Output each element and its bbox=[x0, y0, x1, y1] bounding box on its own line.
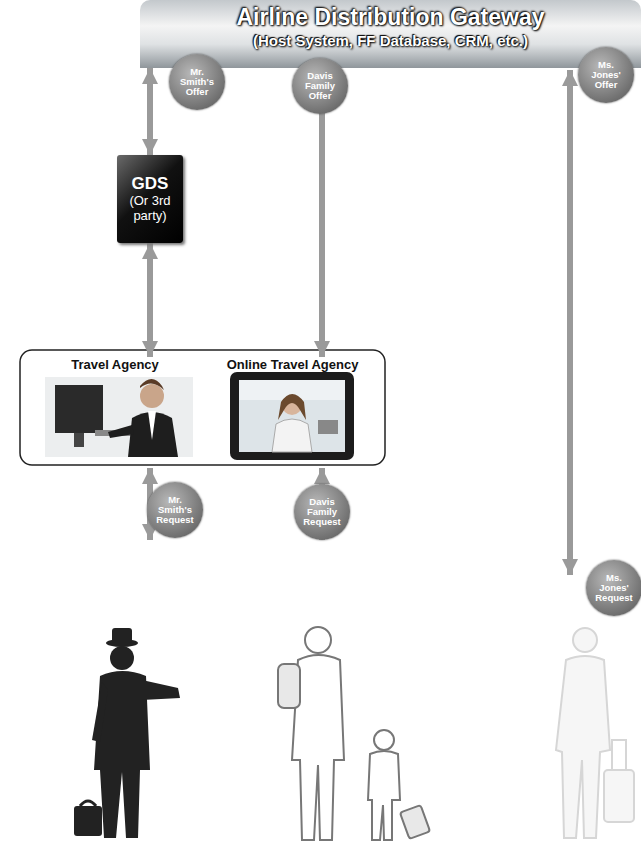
request-circle: Mr. Smith's Request bbox=[147, 482, 203, 538]
request-circle: Ms. Jones' Request bbox=[586, 560, 641, 616]
agency-group-frame bbox=[20, 350, 385, 465]
traveller-figure bbox=[556, 628, 634, 838]
gds-box: GDS(Or 3rd party) bbox=[117, 155, 183, 243]
offer-circle: Mr. Smith's Offer bbox=[169, 54, 225, 110]
node-label: Davis Family Offer bbox=[297, 71, 343, 102]
node-label: Ms. Jones' Offer bbox=[583, 60, 629, 91]
family-figure bbox=[278, 627, 430, 840]
tablet-picture bbox=[230, 372, 354, 460]
request-circle: Davis Family Request bbox=[294, 484, 350, 540]
agency-box: Online Travel Agency bbox=[205, 357, 380, 457]
node-label: Airline Distribution Gateway bbox=[237, 4, 545, 31]
offer-circle: Davis Family Offer bbox=[292, 58, 348, 114]
node-sublabel: (Host System, FF Database, CRM, etc.) bbox=[253, 32, 528, 49]
node-label: Mr. Smith's Offer bbox=[174, 67, 220, 98]
businessman-figure bbox=[74, 628, 180, 838]
node-label: Davis Family Request bbox=[299, 497, 345, 528]
node-sublabel: (Or 3rd party) bbox=[117, 194, 183, 224]
agency-box: Travel Agency bbox=[30, 357, 200, 457]
connector-arrow bbox=[147, 243, 153, 357]
travel-agent-picture bbox=[45, 377, 193, 457]
node-label: Mr. Smith's Request bbox=[152, 495, 198, 526]
connector-arrow bbox=[147, 68, 153, 155]
offer-circle: Ms. Jones' Offer bbox=[578, 47, 634, 103]
direct-arrow bbox=[567, 70, 573, 575]
gateway-band: Airline Distribution Gateway(Host System… bbox=[140, 0, 641, 68]
node-label: GDS bbox=[132, 174, 169, 194]
node-label: Online Travel Agency bbox=[227, 357, 359, 372]
node-label: Ms. Jones' Request bbox=[591, 573, 637, 604]
node-label: Travel Agency bbox=[71, 357, 159, 372]
